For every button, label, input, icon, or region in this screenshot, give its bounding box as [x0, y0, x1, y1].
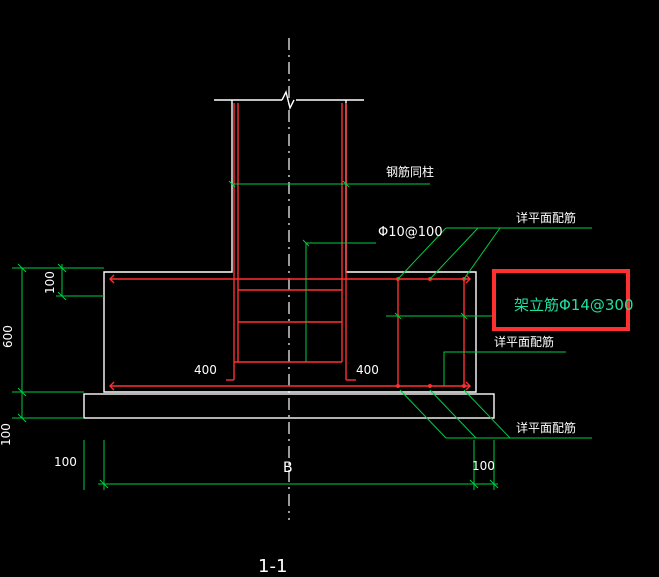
highlight-box	[492, 269, 630, 331]
label-see-plan-bottom: 详平面配筋	[516, 420, 576, 435]
cushion-layer	[83, 393, 495, 419]
label-erection-bar: 架立筋Φ14@300	[514, 296, 634, 314]
dim-right-offset: 100	[472, 459, 495, 473]
dim-cushion: 100	[0, 423, 13, 446]
label-see-plan-top: 详平面配筋	[516, 210, 576, 225]
label-see-plan-middle: 详平面配筋	[494, 334, 554, 349]
dim-width: B	[283, 460, 293, 476]
label-stirrup-spec: Φ10@100	[378, 225, 443, 240]
annotations: 钢筋同柱 Φ10@100 详平面配筋 架立筋Φ14@300 详平面配筋 详平面配…	[0, 164, 634, 577]
section-title: 1-1	[258, 556, 287, 572]
leader-lines	[12, 180, 592, 490]
dim-top-layer: 100	[43, 271, 57, 294]
label-anchor-right: 400	[356, 363, 379, 377]
rebar-dots	[396, 277, 466, 388]
label-anchor-left: 400	[194, 363, 217, 377]
footing-outline	[83, 89, 495, 419]
rebar-group	[109, 103, 471, 391]
dim-total-height: 600	[1, 325, 15, 348]
dim-left-offset: 100	[54, 455, 77, 469]
label-rebar-same-as-column: 钢筋同柱	[386, 164, 434, 179]
